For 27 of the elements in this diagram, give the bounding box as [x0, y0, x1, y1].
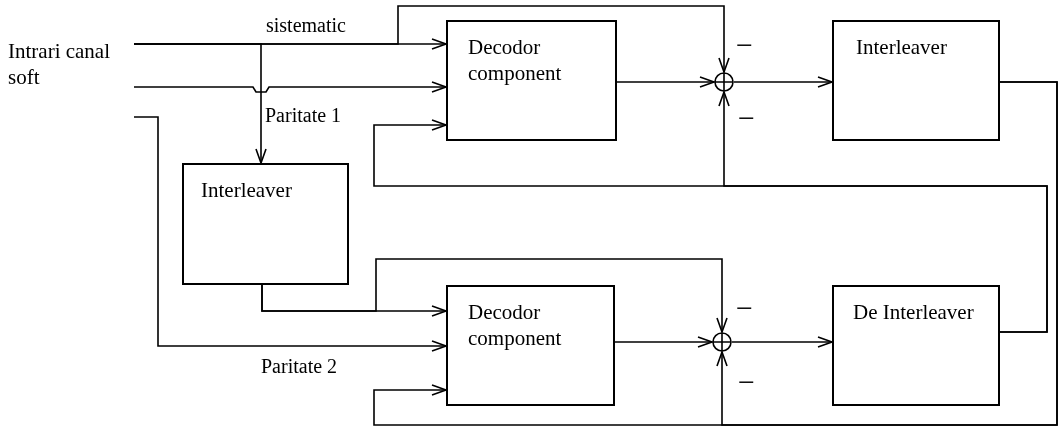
arrow — [133, 81, 447, 93]
box-label: Interleaver — [856, 34, 948, 60]
arrow — [133, 116, 447, 352]
arrow — [731, 336, 833, 348]
box-label: De Interleaver — [853, 299, 975, 325]
arrow — [616, 76, 715, 88]
arrow — [133, 5, 730, 73]
minus-sign: − — [738, 103, 755, 133]
minus-sign: − — [736, 30, 753, 60]
process-box — [446, 20, 617, 141]
minus-sign: − — [738, 367, 755, 397]
input-label: Intrari canal soft — [8, 38, 112, 90]
summing-junction — [714, 72, 734, 92]
minus-sign: − — [736, 293, 753, 323]
arrow — [614, 336, 713, 348]
box-label: Interleaver — [201, 177, 293, 203]
arrow — [718, 91, 1048, 333]
process-box — [832, 20, 1000, 141]
process-box — [182, 163, 349, 285]
arrow — [716, 81, 1058, 426]
box-label: Decodor component — [468, 299, 563, 351]
process-box — [832, 285, 1000, 406]
arrow — [261, 258, 728, 333]
process-box — [446, 285, 615, 406]
summing-junction — [712, 332, 732, 352]
arrow — [733, 76, 833, 88]
box-label: Decodor component — [468, 34, 563, 86]
